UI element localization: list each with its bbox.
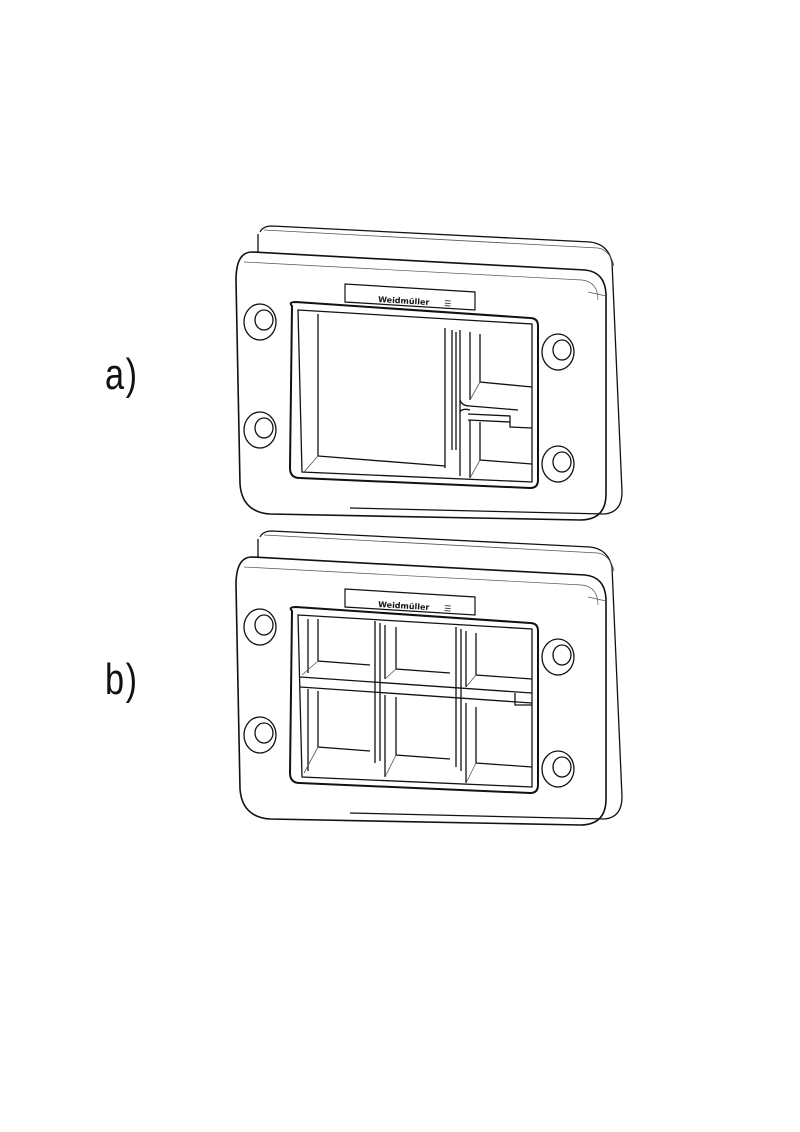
svg-text:Weidmüller: Weidmüller bbox=[378, 295, 430, 307]
screw-hole-bottom-right bbox=[541, 750, 575, 788]
frame-drawing-b: Weidmüller ☰ bbox=[230, 527, 640, 837]
small-opening-bottom-right bbox=[469, 420, 533, 479]
figure-label-b: b) bbox=[105, 655, 139, 704]
svg-text:Weidmüller: Weidmüller bbox=[378, 600, 430, 612]
frame-b-svg: Weidmüller ☰ bbox=[235, 530, 623, 826]
opening-r1c3 bbox=[465, 631, 533, 688]
screw-hole-top-right bbox=[541, 333, 575, 371]
figure-label-a: a) bbox=[105, 350, 139, 399]
opening-r1c1 bbox=[301, 619, 371, 676]
screw-hole-bottom-right bbox=[541, 445, 575, 483]
opening-r2c2 bbox=[384, 695, 451, 778]
screw-hole-top-right bbox=[541, 638, 575, 676]
screw-hole-top-left bbox=[243, 303, 277, 341]
small-opening-top-right bbox=[469, 332, 533, 401]
brand-label-a: Weidmüller ☰ bbox=[344, 283, 476, 311]
screw-hole-top-left bbox=[243, 608, 277, 646]
opening-r2c3 bbox=[465, 703, 533, 784]
brand-label-b: Weidmüller ☰ bbox=[344, 588, 476, 616]
screw-hole-bottom-left bbox=[243, 716, 277, 754]
frame-a-svg: Weidmüller ☰ bbox=[235, 225, 623, 521]
opening-r2c1 bbox=[303, 689, 371, 774]
screw-hole-bottom-left bbox=[243, 411, 277, 449]
svg-text:☰: ☰ bbox=[444, 299, 452, 308]
frame-drawing-a: Weidmüller ☰ bbox=[230, 222, 640, 532]
opening-r1c2 bbox=[384, 625, 451, 680]
svg-text:☰: ☰ bbox=[444, 604, 452, 613]
large-opening bbox=[303, 314, 446, 473]
